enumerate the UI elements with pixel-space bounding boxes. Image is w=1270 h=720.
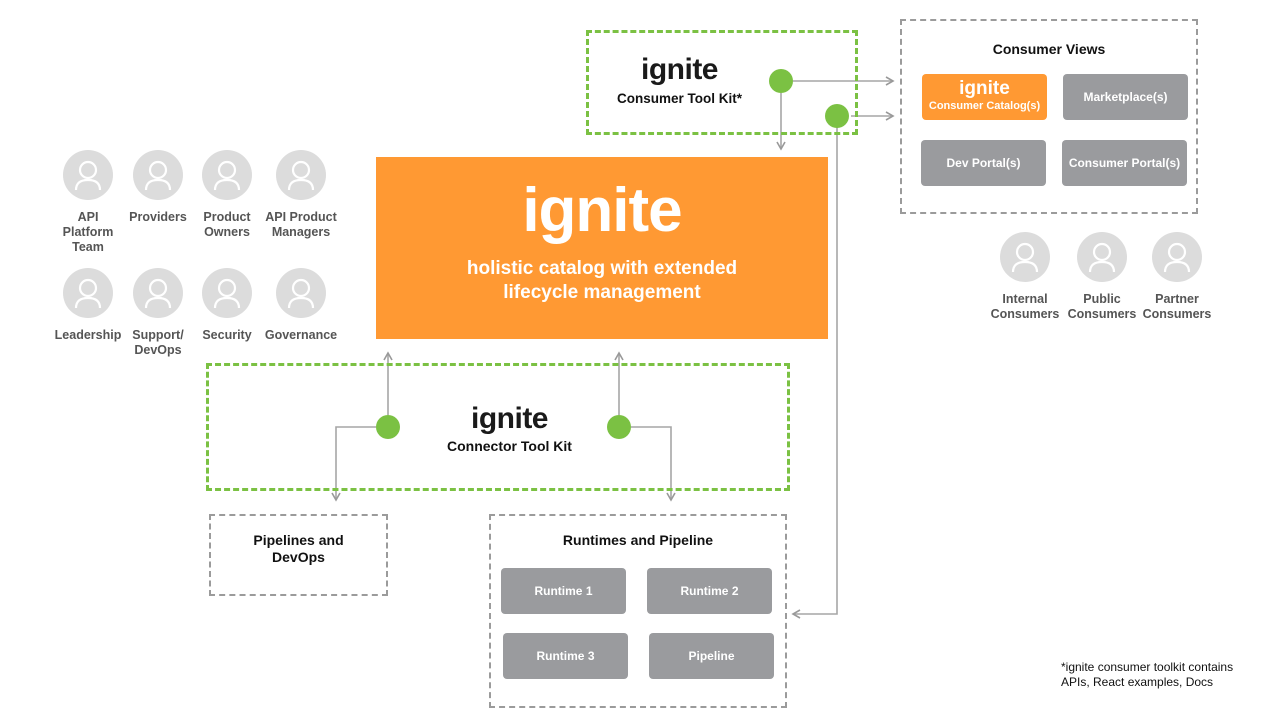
user-icon xyxy=(202,268,252,318)
consumer-toolkit-logo: ignite xyxy=(641,53,719,86)
user-icon xyxy=(133,268,183,318)
user-icon xyxy=(276,150,326,200)
connector-toolkit-logo: ignite xyxy=(471,402,549,435)
consumer-toolkit-node-2 xyxy=(825,104,849,128)
persona-label: Governance xyxy=(264,328,338,342)
consumer-catalog-label: Consumer Catalog(s) xyxy=(928,100,1041,112)
pipelines-devops-box: Pipelines and DevOps xyxy=(209,514,388,596)
persona-label: Providers xyxy=(129,210,187,224)
consumer-catalog-logo: ignite xyxy=(959,78,1010,99)
persona-label: API Product Managers xyxy=(265,210,337,239)
marketplace-box: Marketplace(s) xyxy=(1063,74,1188,120)
persona-label: Support/ DevOps xyxy=(132,328,184,357)
persona-label: Product Owners xyxy=(203,210,251,239)
runtimes-pipeline-box: Runtimes and Pipeline xyxy=(489,514,787,708)
user-icon xyxy=(276,268,326,318)
consumer-toolkit-node-1 xyxy=(769,69,793,93)
footnote: *ignite consumer toolkit contains APIs, … xyxy=(1061,660,1234,689)
persona-public-consumers: Public Consumers xyxy=(1057,232,1147,322)
persona-providers: Providers xyxy=(113,150,203,225)
persona-internal-consumers: Internal Consumers xyxy=(980,232,1070,322)
core-tagline: holistic catalog with extended lifecycle… xyxy=(466,258,738,303)
runtimes-pipeline-title: Runtimes and Pipeline xyxy=(562,532,714,548)
persona-label: API Platform Team xyxy=(62,210,114,254)
persona-label: Security xyxy=(202,328,252,342)
user-icon xyxy=(1000,232,1050,282)
connector-node-left xyxy=(376,415,400,439)
persona-api-product-managers: API Product Managers xyxy=(256,150,346,240)
consumer-catalog-box: ignite Consumer Catalog(s) xyxy=(922,74,1047,120)
connector-toolkit-label: Connector Tool Kit xyxy=(447,438,572,454)
consumer-toolkit-box: ignite Consumer Tool Kit* xyxy=(586,30,858,135)
user-icon xyxy=(202,150,252,200)
consumer-toolkit-label: Consumer Tool Kit* xyxy=(617,91,743,106)
persona-governance: Governance xyxy=(256,268,346,343)
persona-security: Security xyxy=(182,268,272,343)
connector-toolkit-box: ignite Connector Tool Kit xyxy=(206,363,790,491)
persona-support-devops: Support/ DevOps xyxy=(113,268,203,358)
persona-api-platform-team: API Platform Team xyxy=(43,150,133,255)
core-logo: ignite xyxy=(522,176,682,245)
runtime-1-box: Runtime 1 xyxy=(501,568,626,614)
consumer-views-box: Consumer Views xyxy=(900,19,1198,214)
user-icon xyxy=(1152,232,1202,282)
dev-portal-box: Dev Portal(s) xyxy=(921,140,1046,186)
persona-label: Leadership xyxy=(54,328,122,342)
persona-label: Internal Consumers xyxy=(990,292,1060,321)
pipeline-box: Pipeline xyxy=(649,633,774,679)
persona-partner-consumers: Partner Consumers xyxy=(1132,232,1222,322)
user-icon xyxy=(63,268,113,318)
consumer-portal-box: Consumer Portal(s) xyxy=(1062,140,1187,186)
runtime-3-box: Runtime 3 xyxy=(503,633,628,679)
connector-node-right xyxy=(607,415,631,439)
user-icon xyxy=(133,150,183,200)
ignite-core-catalog: ignite holistic catalog with extended li… xyxy=(376,157,828,339)
user-icon xyxy=(1077,232,1127,282)
user-icon xyxy=(63,150,113,200)
persona-leadership: Leadership xyxy=(43,268,133,343)
consumer-views-title: Consumer Views xyxy=(992,41,1106,57)
persona-product-owners: Product Owners xyxy=(182,150,272,240)
runtime-2-box: Runtime 2 xyxy=(647,568,772,614)
persona-label: Partner Consumers xyxy=(1142,292,1212,321)
pipelines-devops-title: Pipelines and DevOps xyxy=(253,532,344,565)
persona-label: Public Consumers xyxy=(1067,292,1137,321)
